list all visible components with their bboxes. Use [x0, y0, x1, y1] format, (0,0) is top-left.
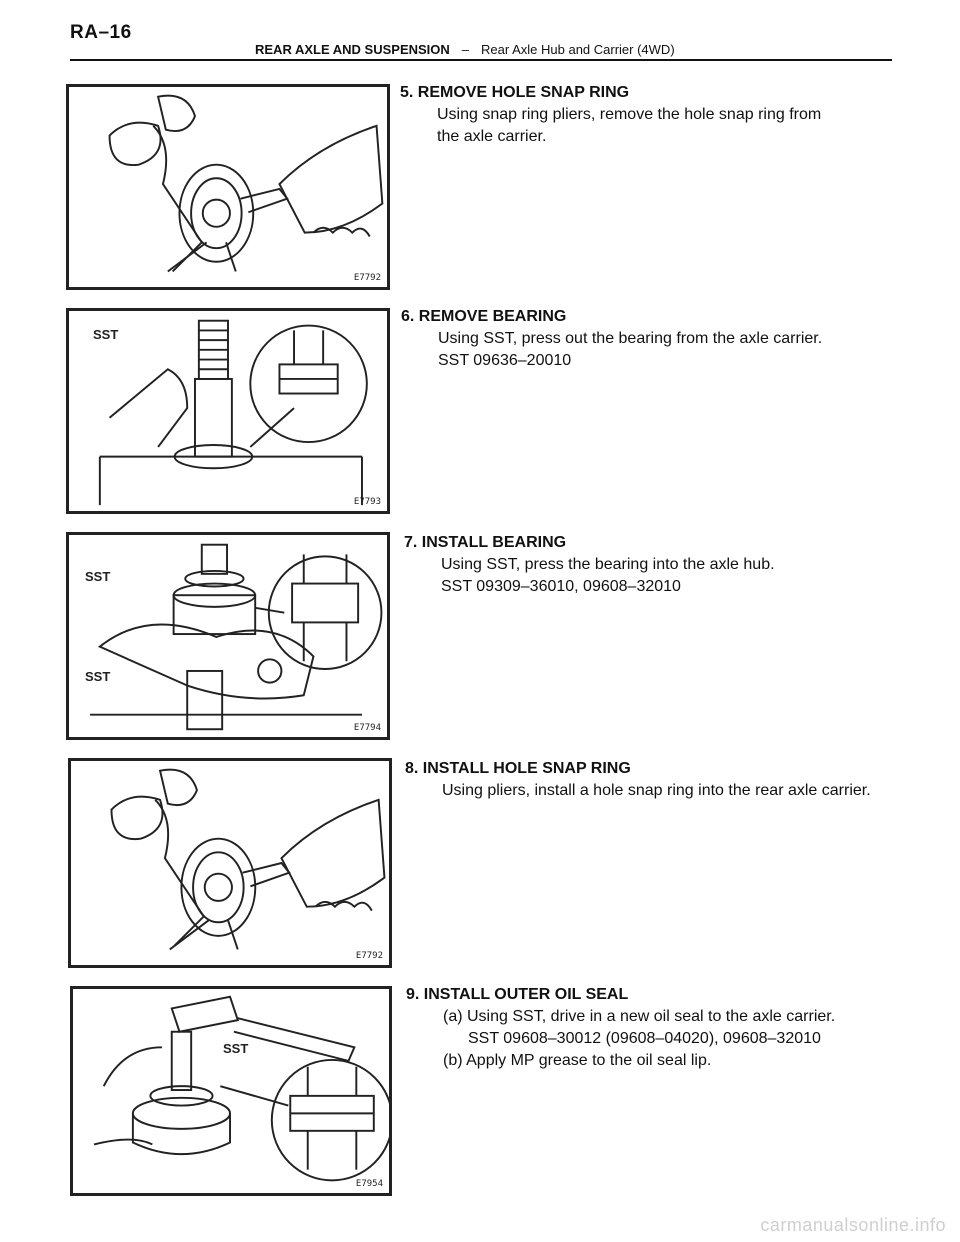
sst-label: SST	[85, 669, 111, 684]
snap-ring-pliers-illustration	[108, 94, 384, 273]
step-9: 9. INSTALL OUTER OIL SEAL (a) Using SST,…	[406, 984, 835, 1072]
step-6: 6. REMOVE BEARING Using SST, press out t…	[401, 306, 822, 372]
step-text: Using SST, press the bearing into the ax…	[441, 556, 775, 573]
header-rule	[70, 59, 892, 61]
step-text: SST 09309–36010, 09608–32010	[441, 578, 681, 595]
step-text: the axle carrier.	[437, 128, 547, 145]
step-5: 5. REMOVE HOLE SNAP RING Using snap ring…	[400, 82, 821, 148]
figure-remove-snap-ring: E7792	[66, 84, 390, 290]
step-7: 7. INSTALL BEARING Using SST, press the …	[404, 532, 775, 598]
step-text: SST 09608–30012 (09608–04020), 09608–320…	[468, 1030, 821, 1047]
figure-id: E7792	[355, 951, 383, 961]
press-out-bearing-illustration	[98, 319, 368, 506]
watermark: carmanualsonline.info	[760, 1215, 946, 1235]
step-title: 9. INSTALL OUTER OIL SEAL	[406, 986, 629, 1003]
header-separator: –	[461, 42, 470, 57]
figure-install-snap-ring: E7792	[68, 758, 392, 968]
step-text: Using pliers, install a hole snap ring i…	[442, 782, 871, 799]
install-snap-ring-illustration	[110, 768, 386, 951]
subsection-title: Rear Axle Hub and Carrier (4WD)	[481, 42, 675, 57]
press-in-bearing-illustration	[90, 543, 383, 731]
step-title: 6. REMOVE BEARING	[401, 308, 567, 325]
step-text: (a) Using SST, drive in a new oil seal t…	[443, 1008, 836, 1025]
step-title: 7. INSTALL BEARING	[404, 534, 567, 551]
figure-id: E7793	[353, 497, 381, 507]
step-title: 8. INSTALL HOLE SNAP RING	[405, 760, 631, 777]
step-text: (b) Apply MP grease to the oil seal lip.	[443, 1052, 712, 1069]
step-8: 8. INSTALL HOLE SNAP RING Using pliers, …	[405, 758, 871, 802]
section-title: REAR AXLE AND SUSPENSION	[255, 42, 450, 57]
figure-install-oil-seal: SST E7954	[70, 986, 392, 1196]
figure-id: E7954	[355, 1179, 383, 1189]
step-title: 5. REMOVE HOLE SNAP RING	[400, 84, 630, 101]
page-number: RA–16	[70, 22, 132, 43]
sst-label: SST	[93, 327, 119, 342]
drive-oil-seal-illustration	[93, 995, 389, 1182]
figure-id: E7792	[353, 273, 381, 283]
figure-remove-bearing: SST E7793	[66, 308, 390, 514]
figure-id: E7794	[353, 723, 381, 733]
sst-label: SST	[223, 1041, 249, 1056]
step-text: SST 09636–20010	[438, 352, 572, 369]
step-text: Using SST, press out the bearing from th…	[438, 330, 823, 347]
figure-install-bearing: SST SST E7794	[66, 532, 390, 740]
step-text: Using snap ring pliers, remove the hole …	[437, 106, 822, 123]
sst-label: SST	[85, 569, 111, 584]
page-header: REAR AXLE AND SUSPENSION–Rear Axle Hub a…	[255, 42, 675, 57]
